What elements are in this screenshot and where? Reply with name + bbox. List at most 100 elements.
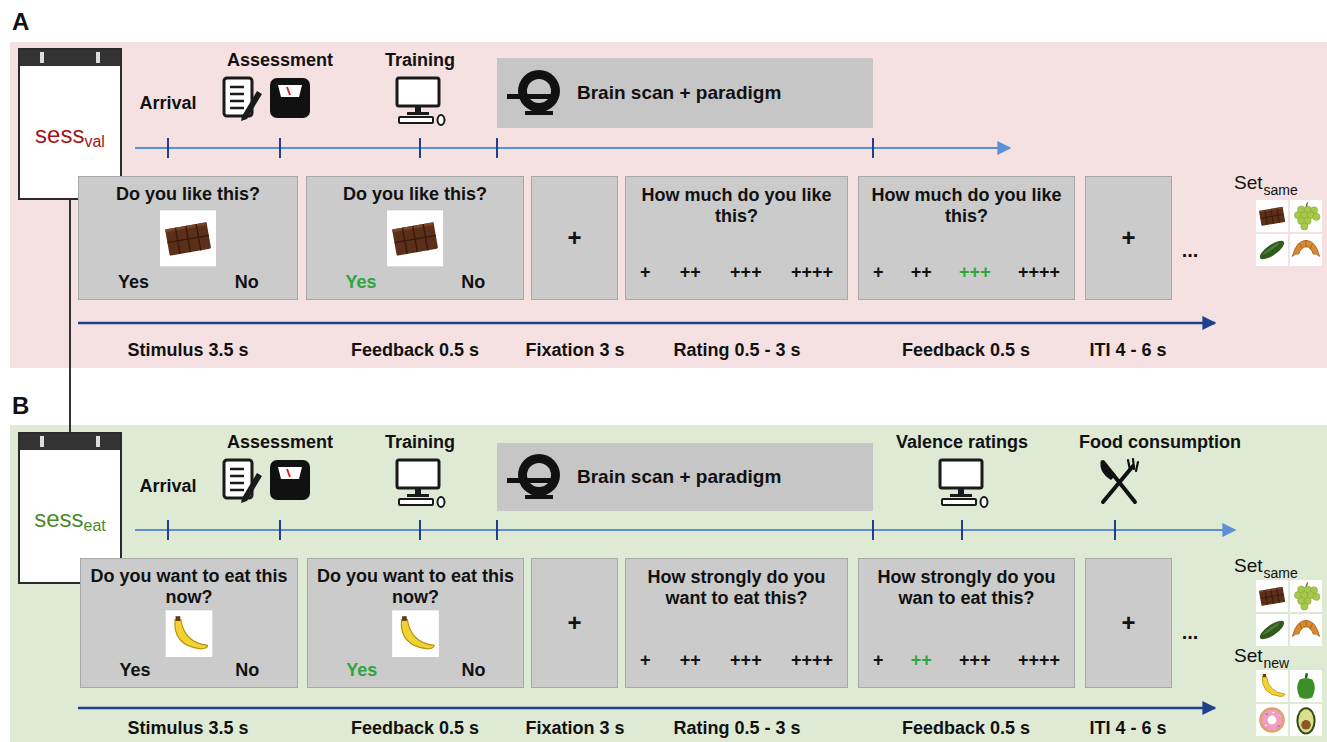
panel-letter-slot: B: [12, 392, 29, 420]
scanner-bed: [507, 478, 557, 483]
timeline-label: Training: [385, 50, 455, 70]
timeline-tick: [1114, 520, 1116, 540]
monitor-base: [950, 494, 972, 497]
duration-label: Feedback 0.5 s: [902, 718, 1030, 738]
label-slot: ...: [1182, 239, 1199, 262]
banana-picture: [392, 610, 439, 657]
bar-body: [1259, 587, 1285, 606]
scale-row-slot: ++++++++++: [873, 262, 1060, 283]
label-slot: Rating 0.5 - 3 s: [673, 718, 800, 739]
calendar-bar: [20, 434, 120, 450]
pepper-picture: [1290, 670, 1322, 702]
timeline-label: Food consumption: [1079, 432, 1241, 452]
fixation-cross: +: [1121, 224, 1135, 252]
scale-dial: [278, 85, 302, 97]
food-set: [1256, 670, 1322, 736]
grape: [1313, 213, 1320, 220]
sprinkle: [1265, 724, 1267, 726]
monitor-base: [407, 494, 429, 497]
feedback-screen: How much do you like this? ++++++++++: [858, 176, 1075, 300]
label-slot: Assessment: [227, 432, 333, 453]
picture-ground: [1256, 614, 1288, 646]
bar-groove: [167, 235, 208, 242]
duration-label: Rating 0.5 - 3 s: [673, 340, 800, 360]
session-subscript: eat: [84, 517, 106, 534]
timeline-label: Assessment: [227, 50, 333, 70]
form-line: [230, 100, 244, 103]
croissant-fold: [1300, 240, 1313, 249]
question-slot: How much do you like this?: [632, 185, 841, 226]
answer-slot: No: [235, 660, 259, 681]
scale-dial: [278, 467, 302, 479]
scale-row-slot: ++++++++++: [640, 262, 833, 283]
donut-picture: [1256, 704, 1288, 736]
rating-screen: How strongly do you want to eat this?+++…: [625, 558, 848, 688]
rating-option: ++++: [791, 650, 833, 671]
timeline-label: Arrival: [139, 93, 196, 113]
banana-picture: [1256, 670, 1288, 702]
form-line: [230, 475, 244, 478]
label-slot: Rating 0.5 - 3 s: [673, 340, 800, 361]
calendar-ring: [96, 52, 100, 63]
question-text: How much do you like this?: [871, 185, 1061, 226]
set-label: Set: [1234, 172, 1263, 193]
panel-band: AsessvalBrain scan + paradigmDo you like…: [10, 42, 1327, 368]
banana-tip: [1263, 674, 1266, 677]
continuation-mark: ...: [1182, 239, 1199, 261]
cutlery-icon: [1100, 459, 1138, 502]
bar-body: [165, 222, 211, 255]
label-slot: Arrival: [139, 476, 196, 497]
cucumber-shine: [1262, 622, 1280, 636]
timeline-tick: [872, 138, 874, 158]
croissant-body: [1292, 240, 1319, 256]
scan-label: Brain scan + paradigm: [577, 82, 781, 103]
feedback-screen: Do you want to eat this now?YesNo: [307, 558, 524, 688]
timeline-tick: [167, 520, 169, 540]
picture-ground: [1290, 580, 1322, 612]
picture-ground: [1290, 200, 1322, 232]
grapes-picture: [1290, 200, 1322, 232]
rating-option: +: [873, 650, 884, 671]
session-label-slot: sessval: [20, 121, 120, 151]
timeline-tick: [496, 138, 498, 158]
label-slot: Feedback 0.5 s: [902, 340, 1030, 361]
rating-option: ++: [911, 650, 932, 671]
scale-body: [270, 78, 310, 118]
session-subscript: val: [84, 133, 104, 150]
set-subscript: new: [1264, 655, 1290, 671]
croissant-fold: [1300, 620, 1313, 629]
pepper-body: [1297, 678, 1315, 699]
duration-label: Fixation 3 s: [525, 718, 624, 738]
session-name: sess: [34, 505, 83, 532]
label-slot: Fixation 3 s: [525, 718, 624, 739]
rating-option: +: [873, 262, 884, 283]
bar-body: [392, 222, 438, 255]
duration-label: Feedback 0.5 s: [351, 340, 479, 360]
label-slot: same: [1264, 564, 1298, 582]
food-set: [1256, 200, 1322, 266]
duration-label: ITI 4 - 6 s: [1089, 718, 1166, 738]
fork-handle: [1103, 466, 1133, 502]
scan-block: Brain scan + paradigm: [497, 443, 873, 511]
label-slot: Fixation 3 s: [525, 340, 624, 361]
question-text: Do you like this?: [116, 184, 260, 204]
timeline-label: Arrival: [139, 476, 196, 496]
rating-option: +++: [730, 650, 762, 671]
keyboard: [942, 499, 976, 505]
scan-label: Brain scan + paradigm: [577, 466, 781, 487]
question-slot: Do you want to eat this now?: [314, 566, 517, 607]
form-line: [230, 489, 244, 492]
answer-option: Yes: [345, 272, 376, 292]
computer-icon: [397, 460, 445, 507]
session-link: [69, 200, 71, 432]
form-line: [230, 482, 244, 485]
donut-dough: [1259, 707, 1285, 733]
sprinkle: [1272, 712, 1274, 714]
panel-ground: [10, 425, 1327, 742]
keyboard: [399, 117, 433, 123]
grape: [1301, 223, 1308, 230]
timeline-label: Training: [385, 432, 455, 452]
scale-icon: [270, 460, 310, 500]
scanner-base: [525, 495, 553, 499]
donut-icing: [1262, 710, 1283, 731]
